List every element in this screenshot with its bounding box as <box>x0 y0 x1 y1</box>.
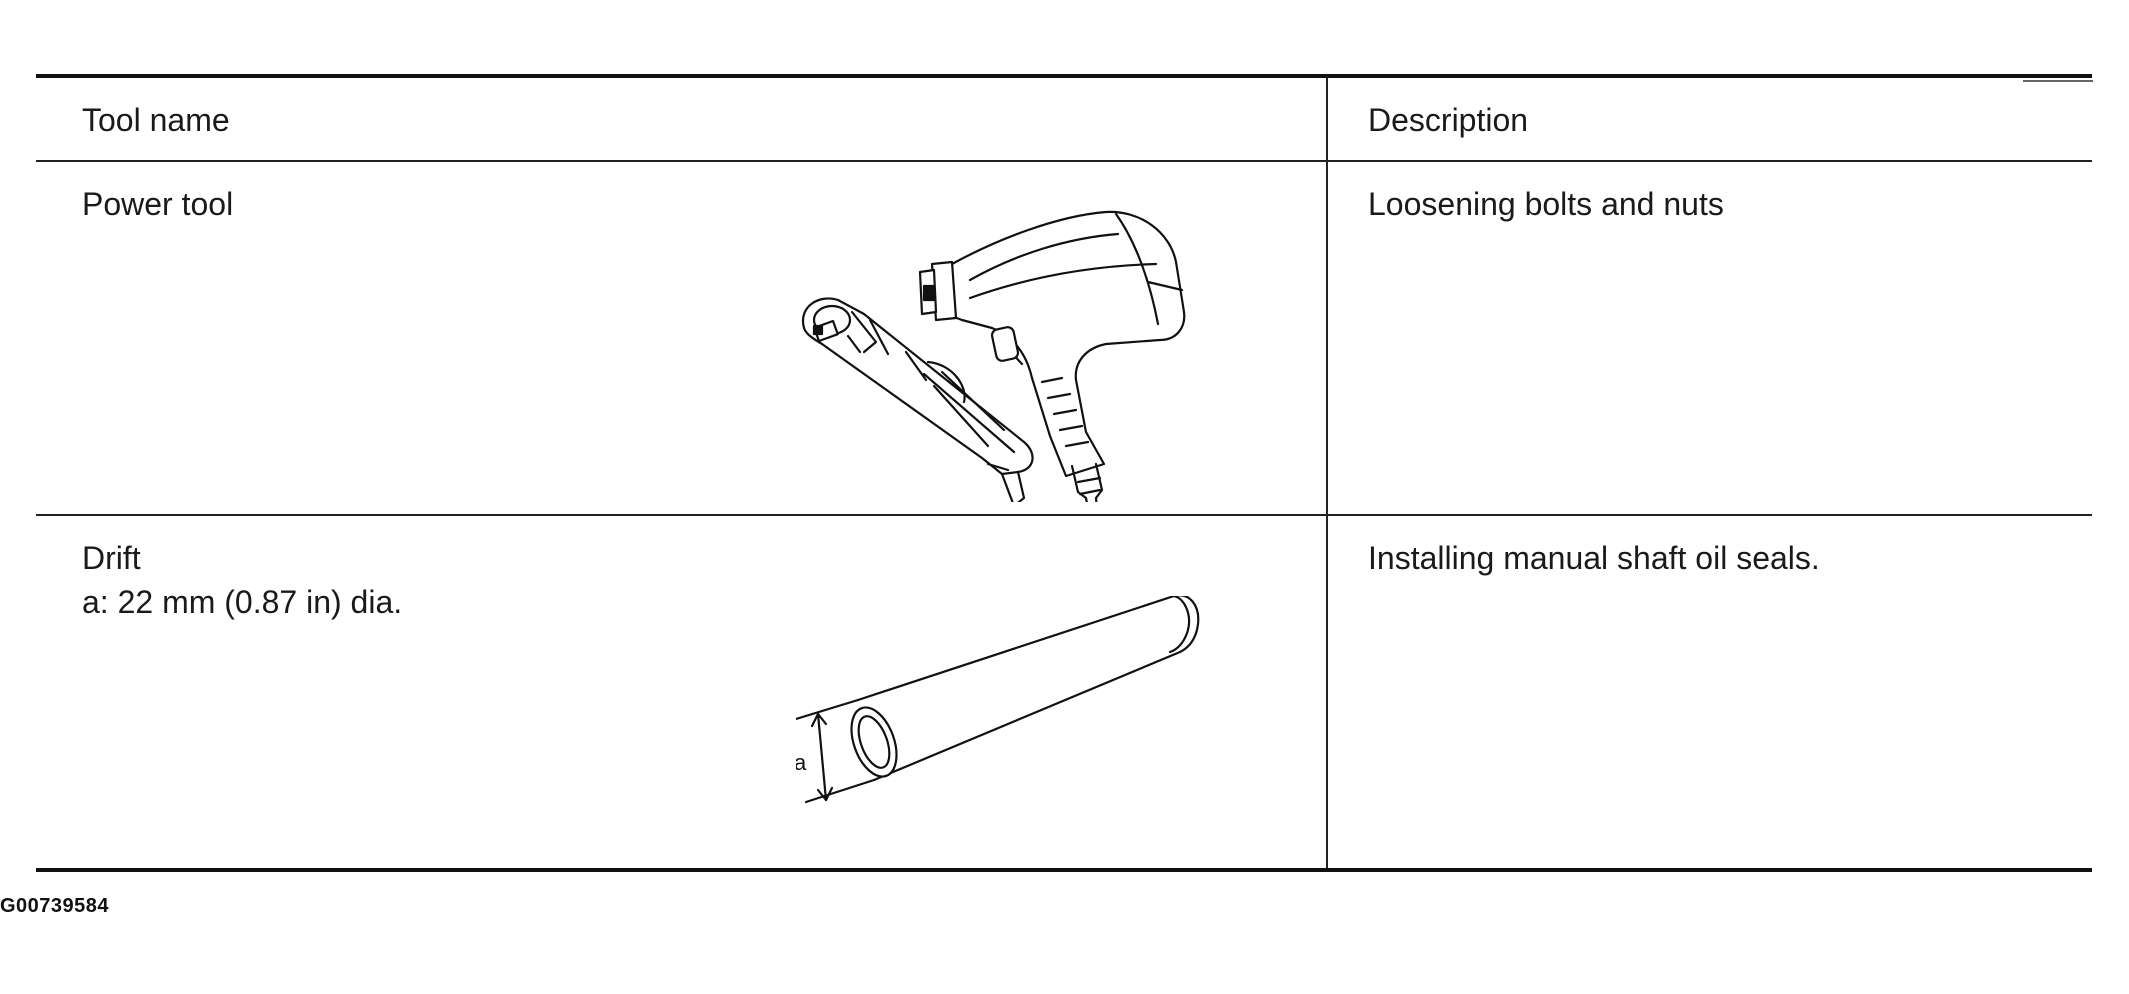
air-ratchet-icon <box>801 297 1034 502</box>
header-tool-name-label: Tool name <box>82 102 230 138</box>
table-row-drift: Drift a: 22 mm (0.87 in) dia. <box>36 514 2092 868</box>
drift-pipe-icon <box>796 596 1200 804</box>
tool-detail-text: a: 22 mm (0.87 in) dia. <box>82 584 403 620</box>
tool-name-text: Drift <box>82 540 141 576</box>
drift-illustration: a <box>796 596 1200 804</box>
cell-tool-name: Power tool <box>36 162 1328 514</box>
tool-table: Tool name Description Power tool <box>36 74 2092 872</box>
impact-wrench-icon <box>918 210 1186 502</box>
table-header-row: Tool name Description <box>36 78 2092 160</box>
cell-description: Installing manual shaft oil seals. <box>1328 516 2092 868</box>
cell-tool-name: Drift a: 22 mm (0.87 in) dia. <box>36 516 1328 868</box>
cell-description: Loosening bolts and nuts <box>1328 162 2092 514</box>
corner-tick-mark <box>2023 80 2093 82</box>
header-cell-description: Description <box>1328 78 2092 160</box>
power-tool-illustration <box>801 210 1186 502</box>
description-text: Loosening bolts and nuts <box>1368 186 1724 222</box>
header-description-label: Description <box>1368 102 1529 138</box>
tool-name-text: Power tool <box>82 186 234 222</box>
figure-id-caption: G00739584 <box>0 895 110 917</box>
dimension-label: a <box>796 750 807 775</box>
tool-name-block: Drift a: 22 mm (0.87 in) dia. <box>82 536 402 624</box>
table-row-power-tool: Power tool <box>36 160 2092 514</box>
description-text: Installing manual shaft oil seals. <box>1368 540 1820 576</box>
header-cell-tool-name: Tool name <box>36 78 1328 160</box>
